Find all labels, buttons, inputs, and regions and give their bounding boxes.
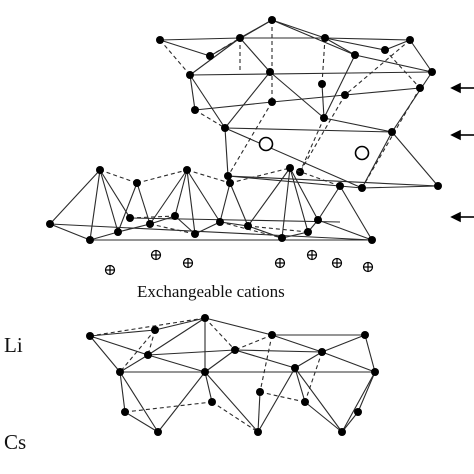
cation-symbol (306, 249, 318, 261)
cation-symbol (331, 257, 343, 269)
upper-clay-layer (159, 19, 439, 189)
cation-symbol (274, 257, 286, 269)
cation-symbol (182, 257, 194, 269)
middle-clay-layer (49, 167, 373, 241)
cation-symbol (104, 264, 116, 276)
exchangeable-cations-label: Exchangeable cations (137, 282, 285, 301)
upper-layer-atoms (156, 16, 442, 192)
cation-symbol (150, 249, 162, 261)
arrows (450, 82, 474, 223)
li-label: Li (4, 333, 23, 357)
exchangeable-cation-symbols (104, 249, 374, 276)
cs-label: Cs (4, 430, 27, 454)
vacancy-circles (258, 136, 370, 161)
lower-clay-layer (89, 317, 376, 433)
lower-layer-atoms (86, 314, 379, 436)
middle-layer-atoms (46, 164, 376, 244)
cation-symbol (362, 261, 374, 273)
